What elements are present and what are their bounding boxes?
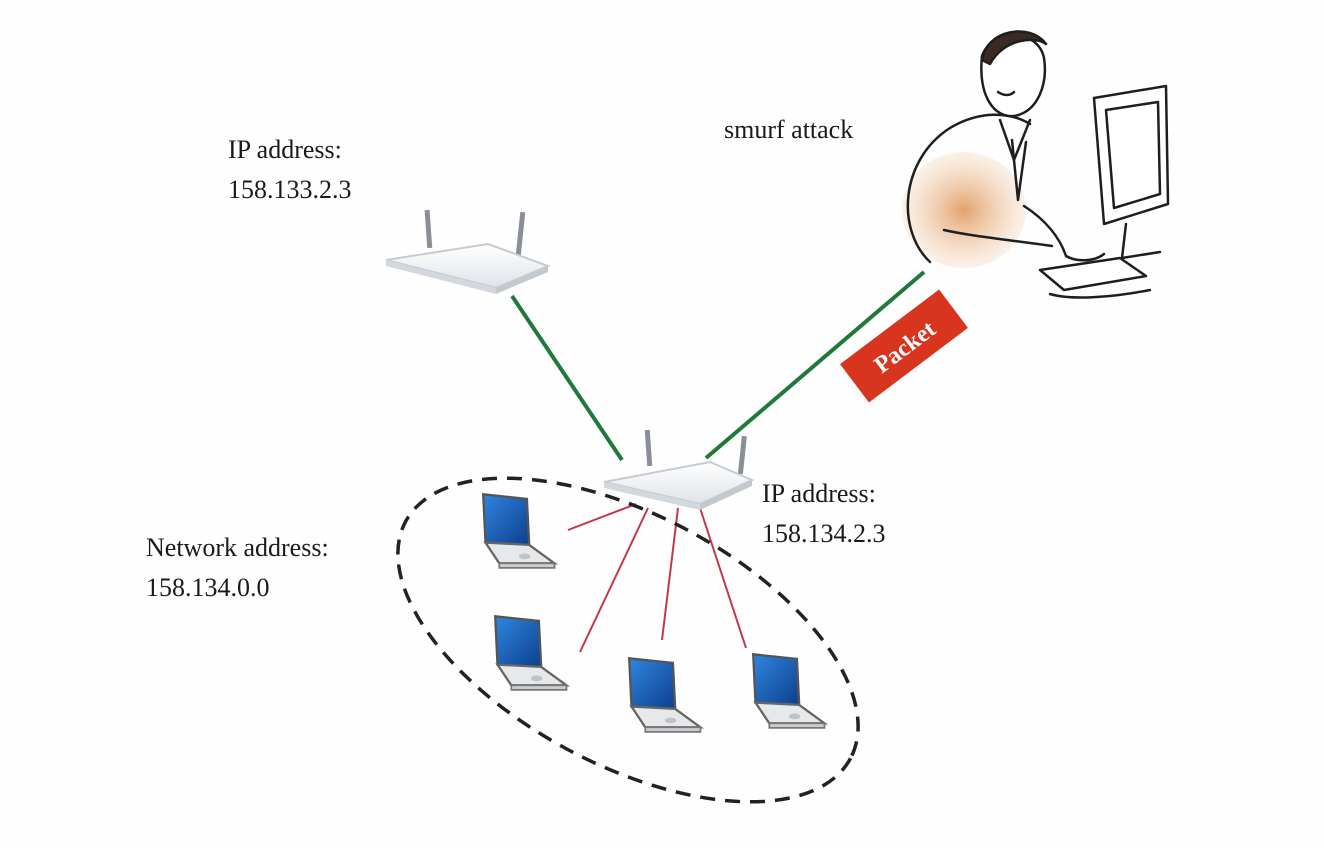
lan-link-laptop-3	[661, 507, 679, 641]
laptop-icon	[752, 653, 826, 730]
packet-badge: Packet	[840, 289, 968, 403]
network-label: Network address: 158.134.0.0	[146, 528, 329, 608]
lan-link-laptop-1	[567, 503, 637, 531]
link-top-router-to-bottom-router	[510, 294, 624, 462]
lan-link-laptop-2	[579, 507, 649, 653]
wireless-router-icon	[603, 429, 755, 510]
lan-link-laptop-4	[699, 507, 747, 649]
person-at-computer-icon	[902, 30, 1170, 299]
top-router-label: IP address: 158.133.2.3	[228, 130, 352, 210]
bottom-router-ip-caption: IP address:	[762, 479, 876, 508]
network-address-value: 158.134.0.0	[146, 573, 270, 602]
bottom-router-ip-value: 158.134.2.3	[762, 519, 886, 548]
network-address-caption: Network address:	[146, 533, 329, 562]
lan-links	[567, 503, 747, 653]
bottom-router-label: IP address: 158.134.2.3	[762, 474, 886, 554]
wireless-router-icon	[385, 209, 551, 294]
wan-links	[510, 270, 926, 462]
link-attacker-to-bottom-router	[704, 270, 926, 460]
network-boundary	[396, 476, 860, 804]
top-router-ip-value: 158.133.2.3	[228, 175, 352, 204]
attacker-label: smurf attack	[724, 115, 854, 144]
top-router-ip-caption: IP address:	[228, 135, 342, 164]
laptop-icon	[628, 657, 702, 734]
laptop-icon	[494, 615, 568, 692]
laptop-icon	[482, 493, 556, 570]
